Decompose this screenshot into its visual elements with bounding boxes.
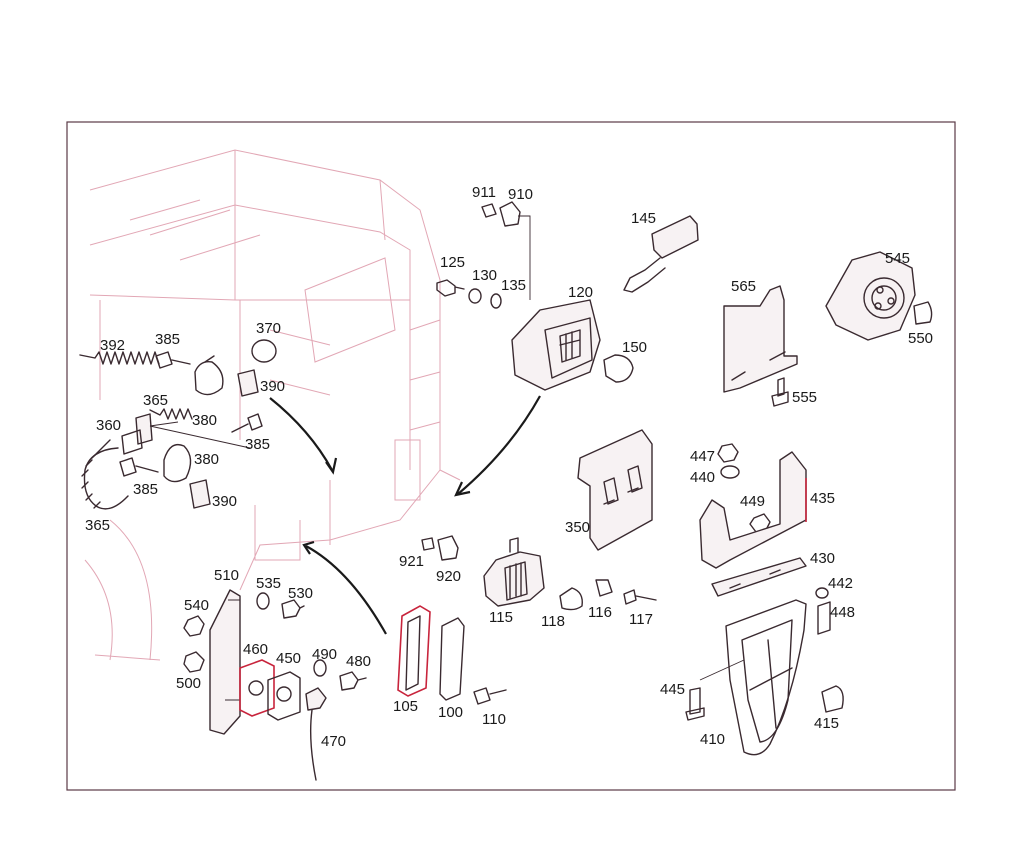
arrow-lamp-to-vehicle	[457, 395, 541, 495]
callout-447: 447	[690, 448, 715, 465]
callout-370: 370	[256, 320, 281, 337]
callout-350: 350	[565, 519, 590, 536]
callout-100: 100	[438, 704, 463, 721]
callout-450: 450	[276, 650, 301, 667]
callout-labels: 911 910 145 125 130 135 120 545 565 550 …	[85, 184, 933, 750]
callout-442: 442	[828, 575, 853, 592]
callout-449: 449	[740, 493, 765, 510]
callout-380-bottom: 380	[194, 451, 219, 468]
callout-365-top: 365	[143, 392, 168, 409]
callout-545: 545	[885, 250, 910, 267]
arrow-bracket-to-vehicle	[305, 545, 387, 635]
callout-460: 460	[243, 641, 268, 658]
callout-430: 430	[810, 550, 835, 567]
callout-105: 105	[393, 698, 418, 715]
diagram-frame	[66, 121, 956, 791]
callout-410: 410	[700, 731, 725, 748]
callout-380-top: 380	[192, 412, 217, 429]
callout-435: 435	[810, 490, 835, 507]
callout-445: 445	[660, 681, 685, 698]
callout-910: 910	[508, 186, 533, 203]
callout-480: 480	[346, 653, 371, 670]
callout-921: 921	[399, 553, 424, 570]
callout-120: 120	[568, 284, 593, 301]
callout-110: 110	[482, 711, 506, 728]
callout-535: 535	[256, 575, 281, 592]
callout-118: 118	[541, 613, 565, 630]
arrow-to-vehicle-rear	[269, 397, 333, 471]
callout-385-top: 385	[155, 331, 180, 348]
callout-390-bottom: 390	[212, 493, 237, 510]
callout-385-mid: 385	[245, 436, 270, 453]
callout-490: 490	[312, 646, 337, 663]
callout-145: 145	[631, 210, 656, 227]
callout-360: 360	[96, 417, 121, 434]
callout-415: 415	[814, 715, 839, 732]
callout-385-bottom: 385	[133, 481, 158, 498]
callout-540: 540	[184, 597, 209, 614]
callout-390-top: 390	[260, 378, 285, 395]
callout-920: 920	[436, 568, 461, 585]
callout-440: 440	[690, 469, 715, 486]
callout-565: 565	[731, 278, 756, 295]
callout-510: 510	[214, 567, 239, 584]
callout-392: 392	[100, 337, 125, 354]
callout-130: 130	[472, 267, 497, 284]
assembly-arrows	[269, 395, 541, 635]
callout-500: 500	[176, 675, 201, 692]
callout-470: 470	[321, 733, 346, 750]
callout-555: 555	[792, 389, 817, 406]
callout-365-bottom: 365	[85, 517, 110, 534]
callout-115: 115	[489, 609, 513, 626]
callout-125: 125	[440, 254, 465, 271]
vehicle-outline	[84, 149, 461, 661]
callout-550: 550	[908, 330, 933, 347]
part-drawings	[79, 201, 933, 781]
callout-135: 135	[501, 277, 526, 294]
callout-530: 530	[288, 585, 313, 602]
callout-117: 117	[629, 611, 653, 628]
callout-150: 150	[622, 339, 647, 356]
callout-911: 911	[472, 184, 496, 201]
callout-116: 116	[588, 604, 612, 621]
callout-448: 448	[830, 604, 855, 621]
